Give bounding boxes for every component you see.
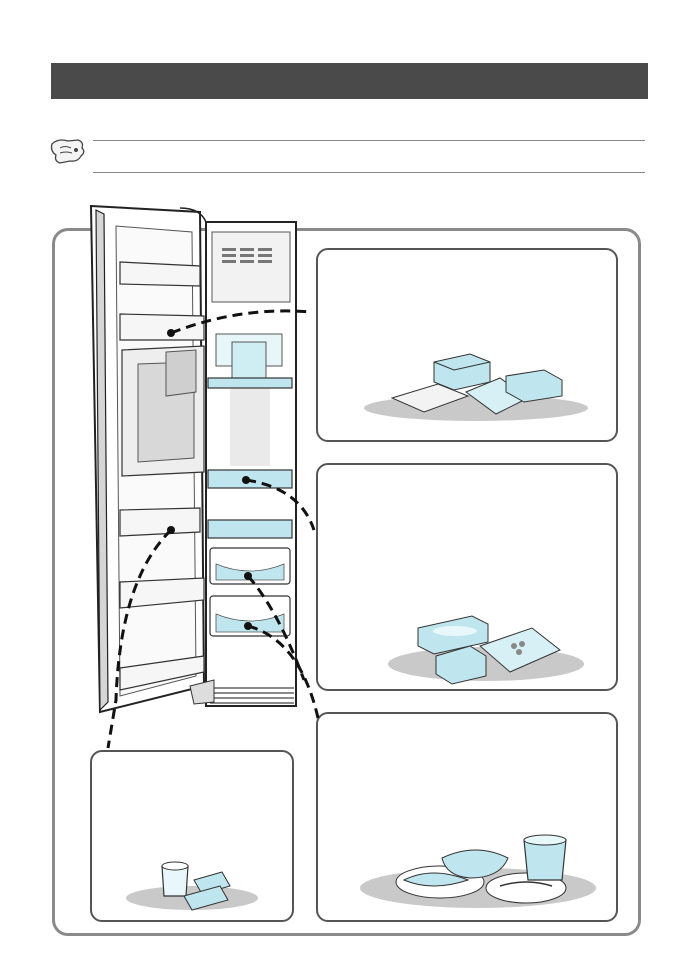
note-hand-icon: [50, 139, 85, 164]
callout-lines: [106, 309, 320, 749]
door-bins: [119, 261, 205, 691]
callout-dots: [167, 329, 252, 630]
section-header-bar: [51, 63, 648, 99]
note-rule-bottom: [93, 172, 645, 173]
freezer-cabinet: [189, 221, 297, 707]
storage-guide-frame: [52, 228, 641, 936]
dispenser-recess: [121, 345, 205, 477]
food-illustration-drawers: [360, 834, 596, 908]
food-illustration-middle: [388, 615, 584, 685]
note-rule-top: [93, 140, 645, 141]
food-illustration-door-bins: [126, 861, 258, 911]
food-illustration-shelf: [364, 353, 588, 421]
